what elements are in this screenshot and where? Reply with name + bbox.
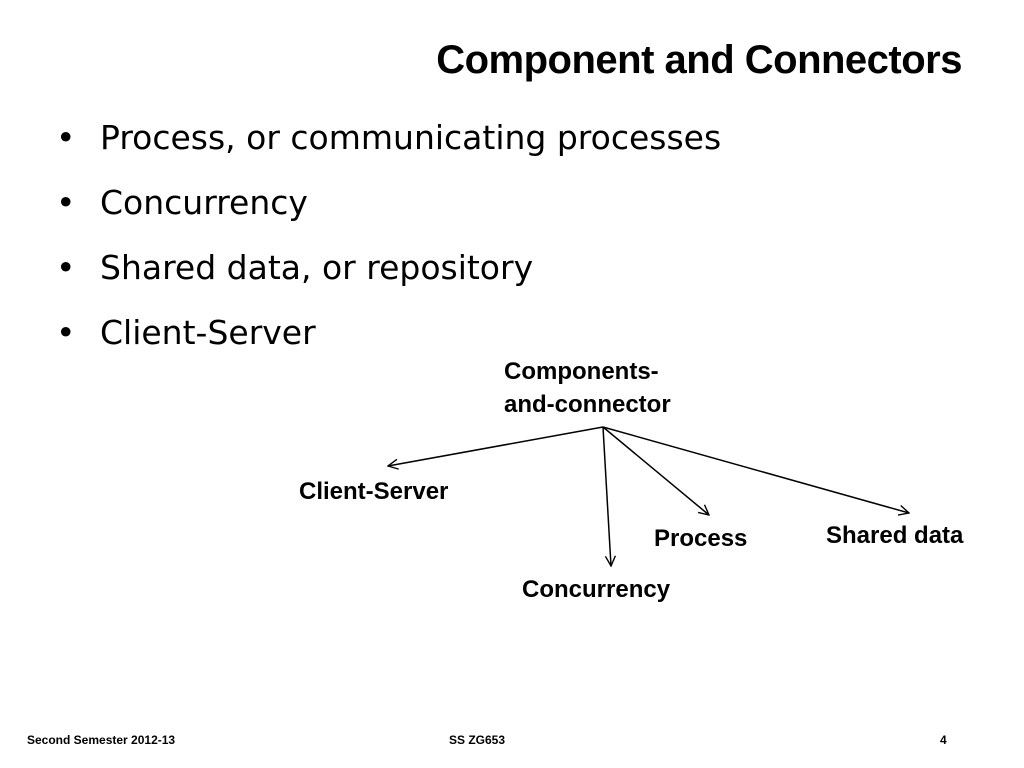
- root-node-line-2: and-connector: [504, 391, 671, 418]
- edge-to-shared-data: [602, 426, 909, 513]
- bullet-list: • Process, or communicating processes • Co…: [56, 112, 721, 372]
- node-client-server: Client-Server: [299, 478, 449, 505]
- bullet-item: • Shared data, or repository: [56, 242, 721, 307]
- footer-course-code: SS ZG653: [449, 733, 506, 747]
- node-concurrency: Concurrency: [522, 576, 671, 603]
- edge-to-concurrency: [602, 426, 611, 566]
- slide-title: Component and Connectors: [436, 38, 962, 82]
- bullet-item: • Concurrency: [56, 177, 721, 242]
- bullet-item: • Client-Server: [56, 307, 721, 372]
- bullet-icon: •: [56, 183, 76, 222]
- bullet-icon: •: [56, 118, 76, 157]
- bullet-icon: •: [56, 313, 76, 352]
- bullet-item: • Process, or communicating processes: [56, 112, 721, 177]
- root-node: Components- and-connector: [504, 355, 671, 421]
- bullet-icon: •: [56, 248, 76, 287]
- node-process: Process: [654, 525, 748, 552]
- root-node-line-1: Components-: [504, 358, 659, 385]
- bullet-text: Shared data, or repository: [100, 248, 534, 287]
- bullet-text: Concurrency: [100, 183, 308, 222]
- edge-to-client-server: [388, 426, 604, 466]
- edge-to-process: [602, 426, 709, 515]
- node-shared-data: Shared data: [826, 522, 964, 549]
- bullet-text: Client-Server: [100, 313, 316, 352]
- bullet-text: Process, or communicating processes: [100, 118, 722, 157]
- footer-page-number: 4: [940, 733, 947, 747]
- footer-semester: Second Semester 2012-13: [27, 733, 176, 747]
